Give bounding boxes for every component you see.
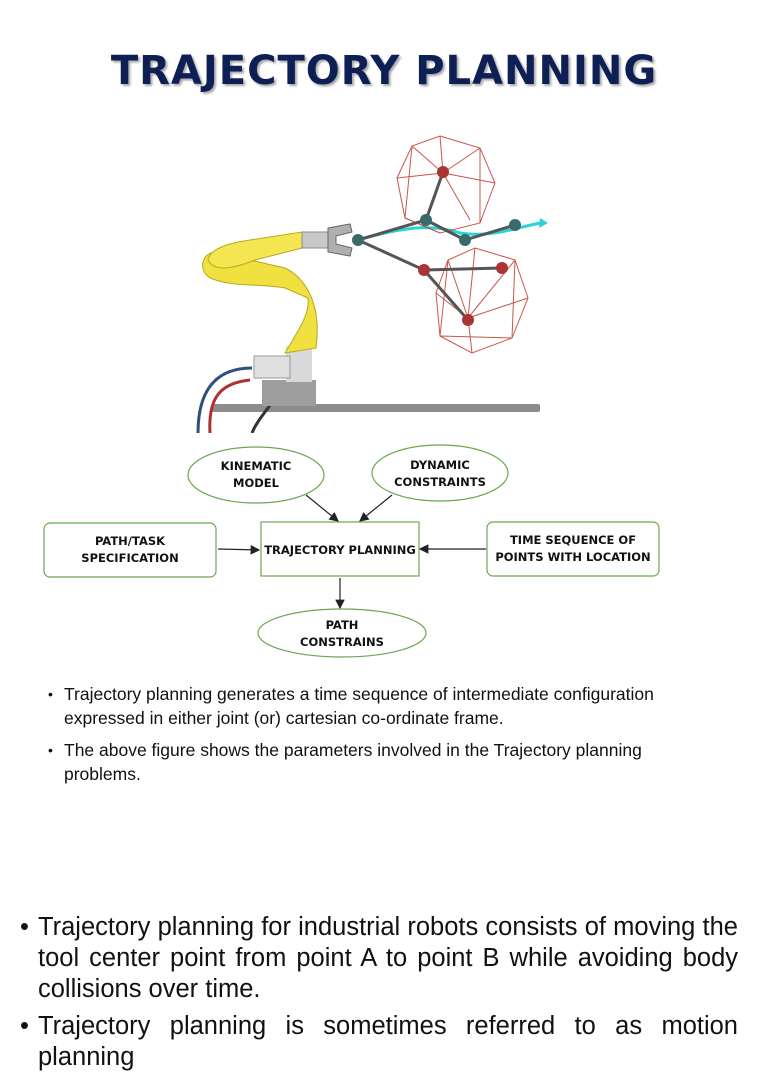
flow-diagram: KINEMATIC MODEL DYNAMIC CONSTRAINTS PATH… xyxy=(43,444,660,658)
svg-text:CONSTRAINS: CONSTRAINS xyxy=(300,635,384,649)
robot-base xyxy=(262,380,316,406)
large-bullet-item: Trajectory planning is sometimes referre… xyxy=(18,1011,738,1073)
large-bullet-list: Trajectory planning for industrial robot… xyxy=(18,912,738,1079)
svg-text:TIME SEQUENCE OF: TIME SEQUENCE OF xyxy=(510,533,636,547)
dynamic-constraints-node: DYNAMIC CONSTRAINTS xyxy=(371,444,509,502)
time-sequence-node: TIME SEQUENCE OF POINTS WITH LOCATION xyxy=(486,521,660,577)
robot-arm-illustration xyxy=(196,135,548,433)
path-constrains-node: PATH CONSTRAINS xyxy=(257,608,427,658)
kinematic-model-node: KINEMATIC MODEL xyxy=(187,446,325,504)
svg-text:POINTS WITH LOCATION: POINTS WITH LOCATION xyxy=(495,550,650,564)
link-sticks xyxy=(357,171,516,321)
svg-text:SPECIFICATION: SPECIFICATION xyxy=(81,551,178,565)
page-title: TRAJECTORY PLANNING xyxy=(110,48,658,94)
trajectory-planning-node: TRAJECTORY PLANNING xyxy=(260,521,420,577)
bullet-list: Trajectory planning generates a time seq… xyxy=(48,682,688,794)
svg-text:MODEL: MODEL xyxy=(233,476,280,490)
cable-red xyxy=(208,378,251,433)
svg-text:PATH: PATH xyxy=(326,618,359,632)
large-bullet-item: Trajectory planning for industrial robot… xyxy=(18,912,738,1005)
base-plate xyxy=(212,404,540,412)
bullet-item: Trajectory planning generates a time seq… xyxy=(48,682,688,730)
path-task-node: PATH/TASK SPECIFICATION xyxy=(43,522,217,578)
path-arrowhead xyxy=(539,218,548,228)
cable-blue xyxy=(196,366,253,433)
bullet-item: The above figure shows the parameters in… xyxy=(48,738,688,786)
robot-gripper xyxy=(327,223,353,257)
svg-text:PATH/TASK: PATH/TASK xyxy=(95,534,166,548)
svg-text:DYNAMIC: DYNAMIC xyxy=(410,458,470,472)
svg-text:TRAJECTORY PLANNING: TRAJECTORY PLANNING xyxy=(264,543,416,557)
joint-spheres xyxy=(352,166,521,326)
svg-text:KINEMATIC: KINEMATIC xyxy=(221,459,292,473)
robot-wrist xyxy=(301,231,329,249)
svg-text:CONSTRAINTS: CONSTRAINTS xyxy=(394,475,486,489)
upper-polyhedron xyxy=(396,135,496,234)
robot-lower-arm xyxy=(202,251,318,354)
